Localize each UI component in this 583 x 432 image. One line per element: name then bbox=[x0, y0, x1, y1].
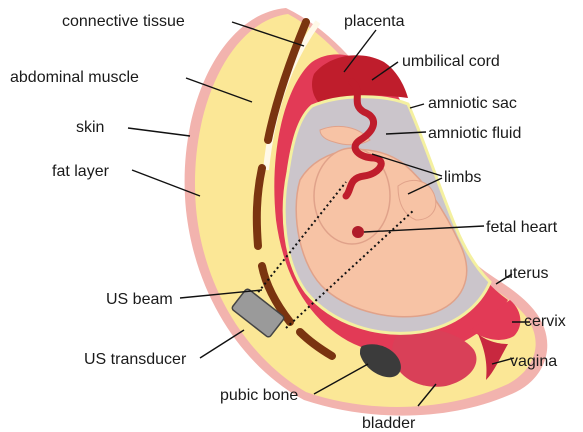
label-vagina: vagina bbox=[510, 353, 557, 370]
label-limbs: limbs bbox=[444, 169, 481, 186]
label-fetal-heart: fetal heart bbox=[486, 219, 558, 236]
label-amniotic-fluid: amniotic fluid bbox=[428, 125, 521, 142]
label-us-beam: US beam bbox=[106, 291, 173, 308]
leader-amniotic-sac bbox=[410, 104, 424, 108]
label-skin: skin bbox=[76, 119, 104, 136]
label-amniotic-sac: amniotic sac bbox=[428, 95, 517, 112]
leader-us-transducer bbox=[200, 330, 244, 358]
label-us-transducer: US transducer bbox=[84, 351, 187, 368]
fetal-heart-dot bbox=[352, 226, 364, 238]
label-cervix: cervix bbox=[524, 313, 566, 330]
label-uterus: uterus bbox=[504, 265, 548, 282]
label-bladder: bladder bbox=[362, 415, 416, 432]
label-umbilical-cord: umbilical cord bbox=[402, 53, 500, 70]
label-pubic-bone: pubic bone bbox=[220, 387, 298, 404]
label-fat-layer: fat layer bbox=[52, 163, 110, 180]
label-connective-tissue: connective tissue bbox=[62, 13, 185, 30]
label-abdominal-muscle: abdominal muscle bbox=[10, 69, 139, 86]
leader-skin bbox=[128, 128, 190, 136]
label-placenta: placenta bbox=[344, 13, 405, 30]
